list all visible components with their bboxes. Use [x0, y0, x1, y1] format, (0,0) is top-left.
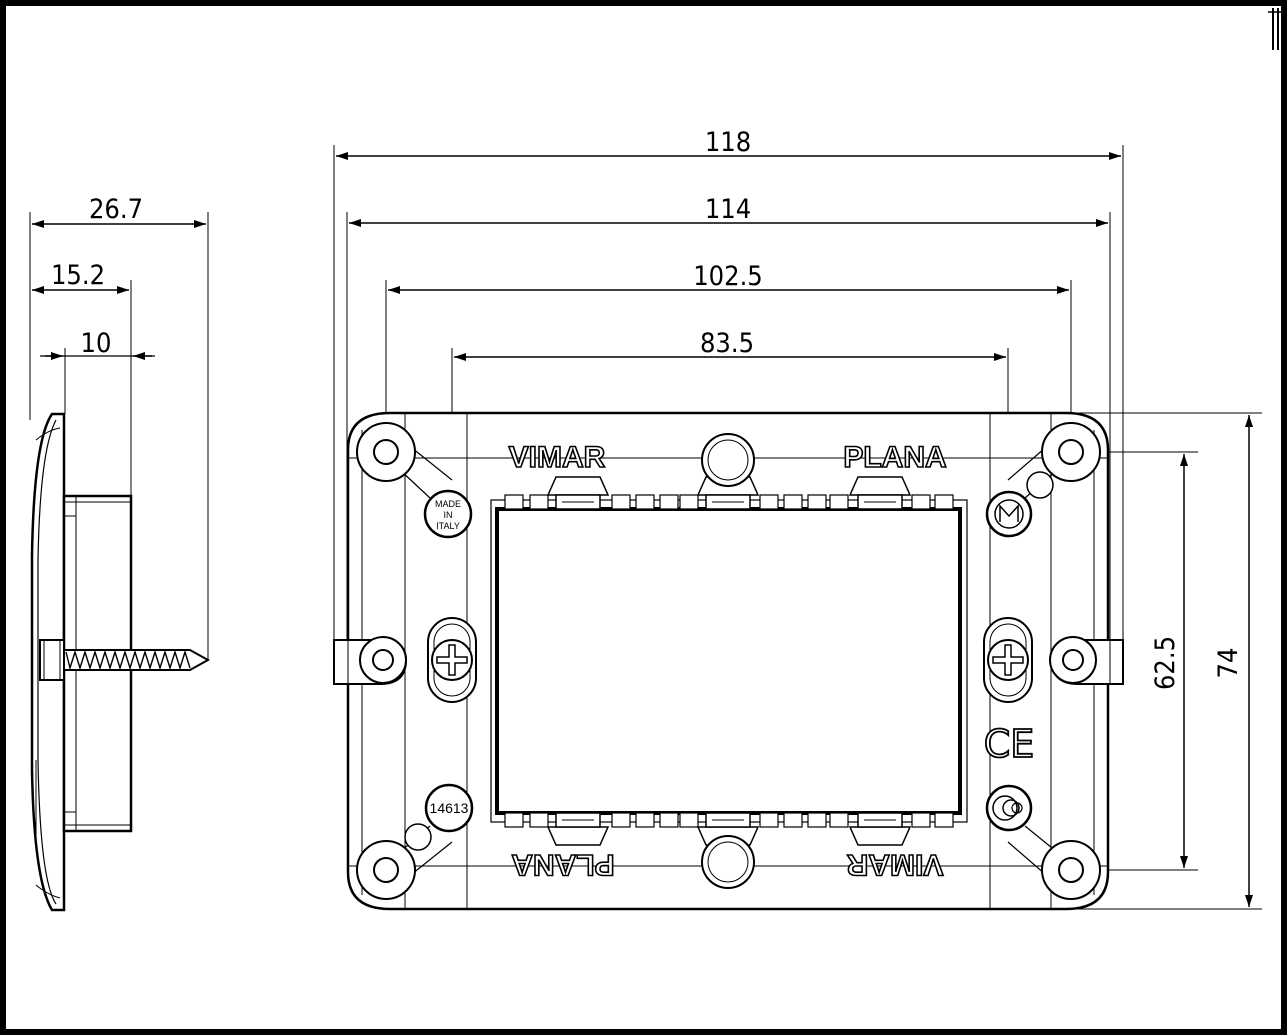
- brand-embossed-bottom: VIMAR: [846, 848, 943, 881]
- clip-slot: [659, 812, 679, 828]
- clip-slot: [934, 494, 954, 510]
- corner-hole-bottom-right: [1041, 840, 1101, 900]
- clip-slot: [934, 812, 954, 828]
- corner-hole-top-right: [1041, 422, 1101, 482]
- dimension-label-width-outer: 114: [705, 194, 751, 225]
- corner-hole-top-left: [356, 422, 416, 482]
- clip-hook: [848, 826, 912, 846]
- corner-hole-bottom-left: [356, 840, 416, 900]
- clip-slot: [504, 812, 524, 828]
- center-lug-top: [701, 433, 755, 487]
- clip-slot: [679, 494, 699, 510]
- clip-slot: [611, 812, 631, 828]
- imq-mark-icon: [985, 784, 1033, 832]
- module-opening: [495, 507, 962, 815]
- part-number: 14613: [430, 800, 469, 816]
- dimension-label-height-overall: 74: [1213, 648, 1244, 679]
- clip-slot: [911, 812, 931, 828]
- dimension-label-width-screws: 83.5: [700, 328, 754, 359]
- clip-slot: [635, 494, 655, 510]
- clip-hook: [848, 476, 912, 496]
- clip-slot: [659, 494, 679, 510]
- origin-badge: MADE IN ITALY: [423, 489, 473, 539]
- clip-slot: [635, 812, 655, 828]
- clip-row-top: [504, 476, 954, 510]
- dimension-label-width-holes: 102.5: [693, 261, 763, 292]
- brand-embossed-top: VIMAR: [509, 441, 606, 474]
- dimension-label-height-inner: 62.5: [1150, 636, 1181, 690]
- part-number-badge: 14613: [424, 783, 474, 833]
- clip-slot: [504, 494, 524, 510]
- dimension-label-width-overall: 118: [705, 127, 751, 158]
- line-embossed-top: PLANA: [843, 441, 946, 474]
- screw-right-icon: [983, 617, 1033, 703]
- clip-slot: [611, 494, 631, 510]
- clip-slot: [829, 812, 849, 828]
- clip-slot: [911, 494, 931, 510]
- clip-slot: [529, 494, 549, 510]
- front-view: 118 114 102.5 83.5 62.5 74: [333, 127, 1262, 911]
- dimension-label-side-inner: 10: [81, 328, 112, 359]
- clip-slot: [829, 494, 849, 510]
- dimension-label-side-total: 26.7: [89, 194, 143, 225]
- origin-line-3: ITALY: [436, 521, 460, 531]
- clip-slot: [529, 812, 549, 828]
- clip-slot: [783, 494, 803, 510]
- side-hole-right: [1049, 636, 1097, 684]
- clip-slot: [759, 812, 779, 828]
- origin-line-2: IN: [444, 510, 453, 520]
- origin-line-1: MADE: [435, 499, 461, 509]
- screw-side-icon: [39, 639, 211, 681]
- side-hole-left: [359, 636, 407, 684]
- screw-left-icon: [427, 617, 477, 703]
- clip-hook: [546, 476, 610, 496]
- clip-slot: [807, 812, 827, 828]
- clip-slot: [759, 494, 779, 510]
- dimension-label-side-mid: 15.2: [51, 260, 105, 291]
- side-view: 26.7 15.2 10: [29, 194, 211, 912]
- corner-marker-icon: [1268, 8, 1283, 50]
- line-embossed-bottom: PLANA: [511, 848, 614, 881]
- clip-slot: [679, 812, 699, 828]
- clip-slot: [807, 494, 827, 510]
- ce-mark-icon: CE: [984, 722, 1035, 766]
- clip-slot: [783, 812, 803, 828]
- clip-row-bottom: [504, 812, 954, 846]
- center-lug-bottom: [701, 835, 755, 889]
- approval-mark-icon: [985, 490, 1033, 538]
- clip-hook: [546, 826, 610, 846]
